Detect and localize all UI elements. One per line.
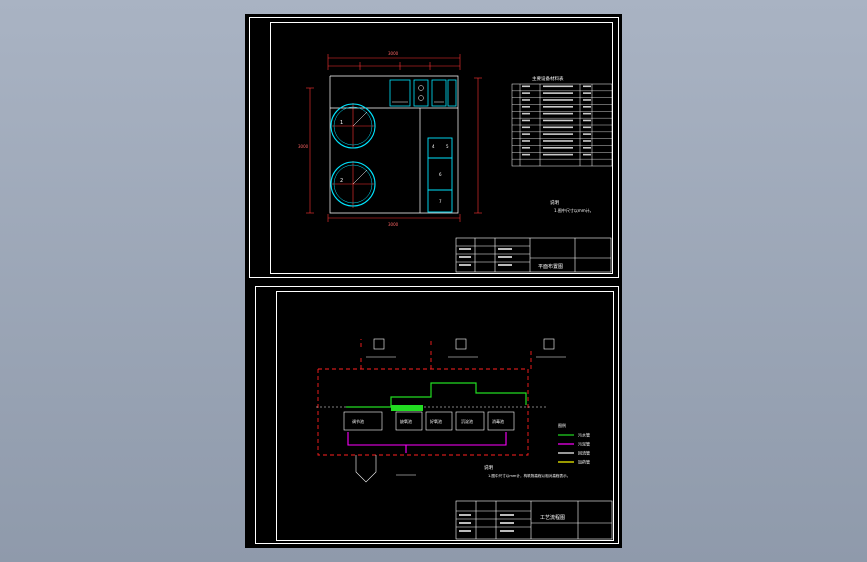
table-cell-scribble	[522, 112, 530, 115]
table-cell-scribble	[543, 85, 573, 88]
table-cell-scribble	[543, 106, 573, 108]
sheet-2-title-block-scribbles	[459, 514, 514, 532]
equipment-table-text	[522, 85, 591, 156]
table-cell-scribble	[543, 140, 573, 142]
dim-bottom-label: 3000	[388, 222, 399, 227]
legend-title: 图例	[558, 422, 566, 428]
legend-label: 加药管	[578, 459, 590, 465]
sheet-2-title-block	[455, 500, 613, 540]
table-cell-scribble	[522, 126, 530, 129]
sheet-2-title: 工艺流程图	[540, 514, 565, 521]
site-boundary	[317, 339, 532, 456]
table-cell-scribble	[543, 147, 573, 149]
box-4-label: 4	[432, 144, 435, 149]
table-cell-scribble	[522, 147, 530, 149]
drawing-sheet-2: 调节池 缺氧池 好氧池 沉淀池 消毒池 图例 污水管污泥管回流管加药管	[255, 286, 619, 544]
box-5-label: 5	[446, 144, 449, 149]
sheet-1-note-text: 1.图中尺寸以mm计。	[554, 207, 594, 213]
sheet-2-note-text: 1.图中尺寸以mm计，构筑物高程以相对高程表示。	[488, 473, 570, 478]
process-label-4: 沉淀池	[461, 418, 473, 424]
tank-group	[330, 103, 376, 207]
dimension-texts: 3000 3000 3000	[298, 51, 399, 227]
process-tanks	[316, 406, 546, 431]
sewage-pipe	[346, 382, 527, 408]
tank-1-label: 1	[340, 120, 343, 126]
table-cell-scribble	[543, 126, 573, 129]
table-cell-scribble	[522, 119, 530, 122]
table-cell-scribble	[583, 133, 591, 135]
table-cell-scribble	[583, 147, 591, 149]
table-cell-scribble	[543, 119, 573, 122]
tank-2-label: 2	[340, 178, 343, 184]
process-label-2: 缺氧池	[400, 418, 412, 424]
table-cell-scribble	[522, 153, 530, 156]
box-6-label: 6	[439, 172, 442, 177]
table-cell-scribble	[583, 106, 591, 108]
sheet-1-title: 平面布置图	[538, 263, 563, 270]
sheet-1-inner-frame	[270, 22, 613, 274]
table-cell-scribble	[583, 153, 591, 156]
equipment-table-title: 主要设备材料表	[532, 75, 564, 82]
dim-left-label: 3000	[298, 144, 309, 149]
table-cell-scribble	[522, 133, 530, 135]
equipment-table-rows	[512, 90, 612, 160]
dimension-lines	[306, 54, 482, 222]
dim-top-label: 3000	[388, 51, 399, 56]
building-outline	[329, 75, 459, 214]
table-cell-scribble	[543, 112, 573, 115]
sheet-2-inner-frame	[276, 291, 614, 541]
sheet-1-note-label: 说明	[550, 199, 559, 206]
table-cell-scribble	[522, 99, 530, 101]
sheet-2-note-label: 说明	[484, 464, 493, 471]
legend-label: 污泥管	[578, 441, 590, 447]
equipment-top	[389, 79, 457, 107]
table-cell-scribble	[522, 85, 530, 88]
process-label-5: 消毒池	[492, 418, 504, 424]
table-cell-scribble	[583, 126, 591, 129]
plan-layout-drawing: 3000 3000 3000 1 2	[298, 51, 613, 273]
cad-viewport[interactable]: 3000 3000 3000 1 2	[245, 14, 622, 548]
flow-highlight	[391, 405, 423, 411]
process-label-1: 调节池	[352, 418, 364, 424]
legend-label: 污水管	[578, 432, 590, 438]
drawing-sheet-1: 3000 3000 3000 1 2	[249, 17, 619, 278]
legend-label: 回流管	[578, 450, 590, 456]
table-cell-scribble	[583, 140, 591, 142]
table-cell-scribble	[543, 153, 573, 156]
sheet-1-title-block	[455, 237, 612, 273]
table-cell-scribble	[522, 140, 530, 142]
table-cell-scribble	[583, 112, 591, 115]
table-cell-scribble	[583, 119, 591, 122]
sheet-1-title-block-scribbles	[459, 248, 512, 266]
table-cell-scribble	[543, 133, 573, 135]
box-7-label: 7	[439, 199, 442, 204]
tank-2-outline	[330, 161, 376, 207]
table-cell-scribble	[583, 99, 591, 101]
equipment-right	[427, 137, 453, 213]
return-pipe	[355, 455, 416, 483]
elevation-marks	[366, 338, 566, 358]
table-cell-scribble	[583, 92, 591, 94]
tank-1-outline	[330, 103, 376, 149]
table-cell-scribble	[543, 99, 573, 101]
table-cell-scribble	[522, 92, 530, 94]
process-label-3: 好氧池	[430, 418, 442, 424]
sludge-pipe	[347, 432, 507, 453]
table-cell-scribble	[583, 85, 591, 88]
table-cell-scribble	[543, 92, 573, 94]
table-cell-scribble	[522, 106, 530, 108]
